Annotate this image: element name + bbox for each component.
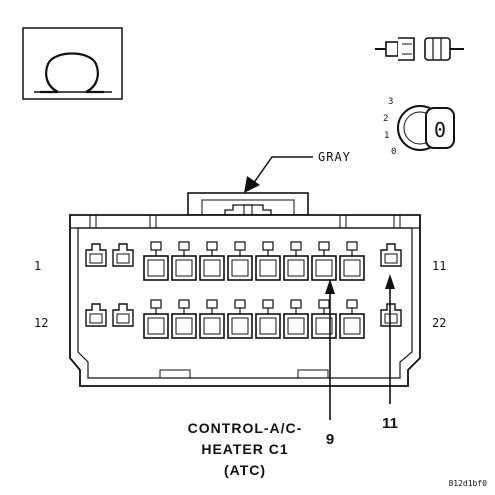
key-position-0: 0: [391, 147, 396, 157]
pin-label-22: 22: [432, 316, 446, 330]
wire-color-callout: GRAY: [244, 150, 351, 193]
pin-cavity-19: [283, 299, 309, 339]
pin-label-12: 12: [34, 316, 48, 330]
pin-cavity-11: [380, 243, 402, 267]
connector-name-line-3: (ATC): [224, 462, 266, 478]
connector-plug-icon: [375, 37, 464, 61]
key-label: 0: [434, 118, 446, 142]
pin-cavity-16: [199, 299, 225, 339]
pin-cavity-5: [199, 241, 225, 281]
pin-cavity-7: [255, 241, 281, 281]
key-position-2: 2: [383, 114, 388, 124]
connector-body: [69, 192, 421, 387]
pin-cavity-14: [143, 299, 169, 339]
pin-cavity-9: [311, 241, 337, 281]
pin-label-1: 1: [34, 259, 41, 273]
pin-cavity-2: [112, 243, 134, 267]
connector-name-line-1: CONTROL-A/C-: [188, 420, 303, 436]
ignition-key-icon: 3 2 1 0 0: [383, 97, 455, 157]
pin-cavity-6: [227, 241, 253, 281]
callout-arrow-9: [325, 279, 335, 420]
key-position-1: 1: [384, 131, 389, 141]
pin-cavity-grid: [85, 241, 402, 339]
pin-cavity-12: [85, 303, 107, 327]
pin-cavity-13: [112, 303, 134, 327]
pin-cavity-15: [171, 299, 197, 339]
key-position-3: 3: [388, 97, 393, 107]
pin-cavity-10: [339, 241, 365, 281]
pin-cavity-4: [171, 241, 197, 281]
pin-cavity-18: [255, 299, 281, 339]
pin-label-11: 11: [432, 259, 446, 273]
figure-id: 812d1bf0: [448, 479, 487, 488]
pin-cavity-8: [283, 241, 309, 281]
callout-label-9: 9: [326, 431, 334, 448]
omega-symbol-icon: [22, 27, 123, 100]
pin-cavity-22: [380, 303, 402, 327]
pin-cavity-3: [143, 241, 169, 281]
connector-name-line-2: HEATER C1: [201, 441, 288, 457]
pin-cavity-1: [85, 243, 107, 267]
pin-cavity-20: [311, 299, 337, 339]
pin-cavity-17: [227, 299, 253, 339]
callout-label-11: 11: [382, 415, 398, 432]
callout-arrow-11: [385, 274, 395, 404]
wire-color-label: GRAY: [318, 150, 351, 164]
pin-cavity-21: [339, 299, 365, 339]
